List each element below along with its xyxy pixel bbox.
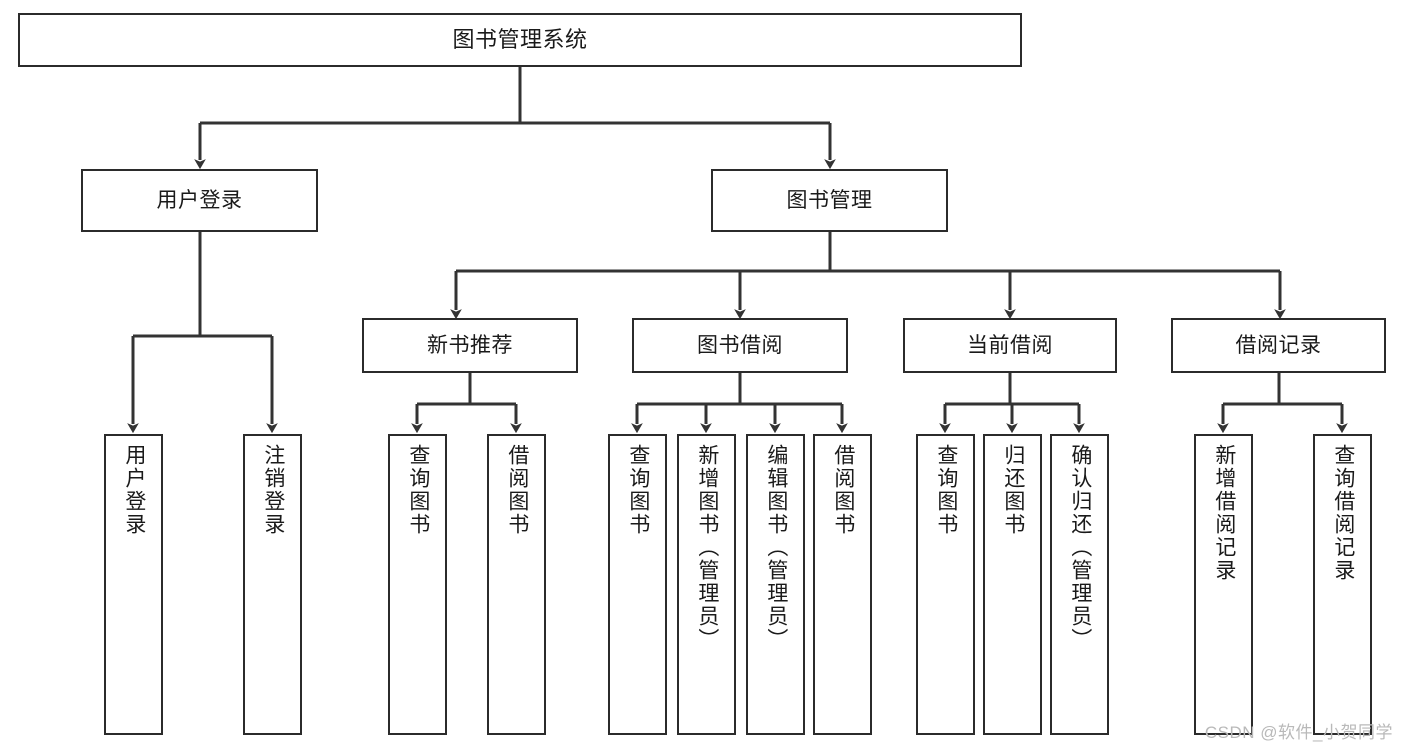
node-label: 确认归还（管理员） [1068, 444, 1092, 651]
node-leaf-return-book[interactable]: 归还图书 [983, 434, 1042, 735]
node-label: 借阅图书 [831, 444, 855, 536]
node-label: 图书管理系统 [452, 26, 588, 52]
node-leaf-recommend-query-book[interactable]: 查询图书 [388, 434, 447, 735]
node-label: 归还图书 [1001, 444, 1025, 536]
node-leaf-confirm-return-admin[interactable]: 确认归还（管理员） [1050, 434, 1109, 735]
node-label: 图书管理 [786, 188, 873, 212]
node-leaf-query-borrow-record[interactable]: 查询借阅记录 [1313, 434, 1372, 735]
node-label: 查询图书 [626, 444, 650, 536]
node-leaf-current-query-book[interactable]: 查询图书 [916, 434, 975, 735]
node-leaf-logout[interactable]: 注销登录 [243, 434, 302, 735]
node-label: 查询图书 [934, 444, 958, 536]
node-leaf-recommend-borrow-book[interactable]: 借阅图书 [487, 434, 546, 735]
node-root-system[interactable]: 图书管理系统 [18, 13, 1022, 67]
node-label: 编辑图书（管理员） [764, 444, 788, 651]
node-leaf-borrow-book[interactable]: 借阅图书 [813, 434, 872, 735]
node-label: 图书借阅 [697, 333, 783, 357]
node-current-borrow[interactable]: 当前借阅 [903, 318, 1117, 373]
node-label: 用户登录 [122, 444, 146, 536]
node-leaf-add-borrow-record[interactable]: 新增借阅记录 [1194, 434, 1253, 735]
node-user-login[interactable]: 用户登录 [81, 169, 318, 232]
node-label: 新书推荐 [427, 333, 513, 357]
watermark: CSDN @软件_小贺同学 [1204, 723, 1393, 742]
node-label: 新增借阅记录 [1212, 444, 1236, 582]
node-label: 借阅记录 [1235, 333, 1322, 357]
node-label: 查询图书 [406, 444, 430, 536]
node-label: 借阅图书 [505, 444, 529, 536]
node-leaf-user-login[interactable]: 用户登录 [104, 434, 163, 735]
node-new-book-recommend[interactable]: 新书推荐 [362, 318, 578, 373]
node-label: 注销登录 [261, 444, 285, 536]
node-label: 当前借阅 [967, 333, 1053, 357]
node-leaf-add-book-admin[interactable]: 新增图书（管理员） [677, 434, 736, 735]
node-leaf-edit-book-admin[interactable]: 编辑图书（管理员） [746, 434, 805, 735]
node-label: 查询借阅记录 [1331, 444, 1355, 582]
node-label: 新增图书（管理员） [695, 444, 719, 651]
node-book-borrow[interactable]: 图书借阅 [632, 318, 848, 373]
node-borrow-record[interactable]: 借阅记录 [1171, 318, 1386, 373]
node-label: 用户登录 [156, 188, 243, 212]
node-book-management[interactable]: 图书管理 [711, 169, 948, 232]
node-leaf-borrow-query-book[interactable]: 查询图书 [608, 434, 667, 735]
